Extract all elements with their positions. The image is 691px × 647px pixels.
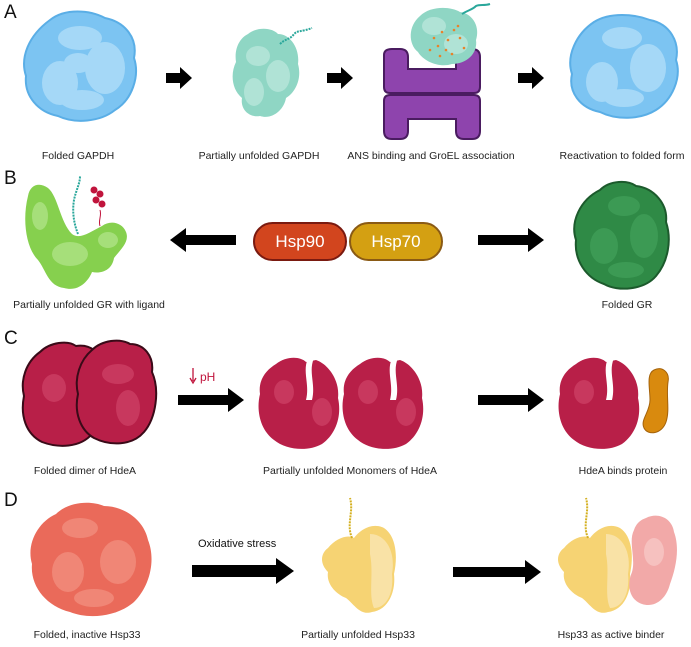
- client-protein-c: [642, 368, 669, 434]
- oxidative-stress-label: Oxidative stress: [198, 538, 277, 550]
- black-arrow-right-icon: [478, 228, 544, 252]
- panel-label-a: A: [4, 2, 17, 23]
- ph-down-arrow-icon: [189, 368, 197, 385]
- folded-hsp33-protein: [30, 502, 152, 617]
- partially-unfolded-gapdh-protein: [232, 27, 313, 117]
- unfolded-hdea-monomer: [258, 357, 340, 449]
- caption-folded-gr: Folded GR: [601, 299, 653, 311]
- hsp70-chaperone: Hsp70: [349, 222, 443, 261]
- caption-partially-unfolded-gr: Partially unfolded GR with ligand: [13, 299, 165, 311]
- partially-unfolded-gr-protein: [25, 175, 127, 289]
- unfolded-hdea-monomer: [342, 357, 424, 449]
- panel-label-b: B: [4, 168, 17, 189]
- folded-gr-protein: [573, 180, 670, 290]
- panel-label-c: C: [4, 328, 18, 349]
- caption-folded-inactive-hsp33: Folded, inactive Hsp33: [33, 629, 141, 641]
- black-arrow-icon: [518, 67, 544, 89]
- black-arrow-right-icon: [178, 388, 244, 412]
- hdea-bound-monomer: [558, 357, 640, 449]
- black-arrow-icon: [327, 67, 353, 89]
- caption-hdea-binds-protein: HdeA binds protein: [578, 465, 668, 477]
- ph-label: pH: [200, 370, 216, 384]
- black-arrow-right-icon: [192, 558, 294, 584]
- caption-folded-dimer-hdea: Folded dimer of HdeA: [33, 465, 137, 477]
- gapdh-with-ans-dye: [410, 3, 491, 66]
- hsp90-chaperone: Hsp90: [253, 222, 347, 261]
- hsp33-active-binder: [558, 497, 632, 613]
- black-arrow-left-icon: [170, 228, 236, 252]
- caption-folded-gapdh: Folded GAPDH: [41, 150, 115, 162]
- black-arrow-right-icon: [453, 560, 541, 584]
- caption-partially-unfolded-gapdh: Partially unfolded GAPDH: [198, 150, 320, 162]
- caption-ans-binding-groel: ANS binding and GroEL association: [347, 150, 515, 162]
- caption-reactivation: Reactivation to folded form: [559, 150, 685, 162]
- folded-gapdh-protein: [23, 10, 137, 122]
- reactivated-gapdh-protein: [569, 14, 679, 119]
- caption-hsp33-active-binder: Hsp33 as active binder: [557, 629, 665, 641]
- panel-label-d: D: [4, 490, 18, 511]
- black-arrow-right-icon: [478, 388, 544, 412]
- caption-unfolded-monomers-hdea: Partially unfolded Monomers of HdeA: [263, 465, 437, 477]
- black-arrow-icon: [166, 67, 192, 89]
- caption-partially-unfolded-hsp33: Partially unfolded Hsp33: [301, 629, 415, 641]
- partially-unfolded-hsp33: [322, 497, 396, 613]
- folded-hdea-dimer: [21, 339, 158, 447]
- client-protein-d: [629, 515, 677, 606]
